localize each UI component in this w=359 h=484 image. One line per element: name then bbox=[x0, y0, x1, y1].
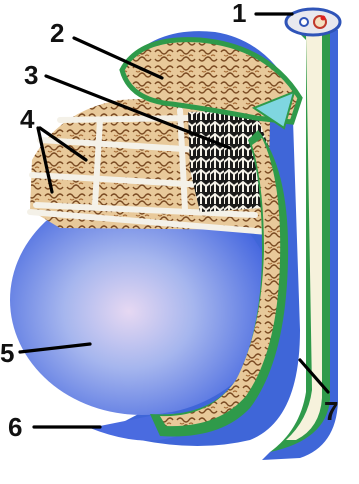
cord-vessel-3 bbox=[321, 16, 326, 21]
label-1: 1 bbox=[232, 0, 246, 28]
label-7: 7 bbox=[324, 396, 338, 426]
label-5: 5 bbox=[0, 338, 14, 368]
label-6: 6 bbox=[8, 412, 22, 442]
label-4: 4 bbox=[20, 104, 35, 134]
label-3: 3 bbox=[24, 60, 38, 90]
label-2: 2 bbox=[50, 18, 64, 48]
cord-vessel-1 bbox=[300, 18, 308, 26]
